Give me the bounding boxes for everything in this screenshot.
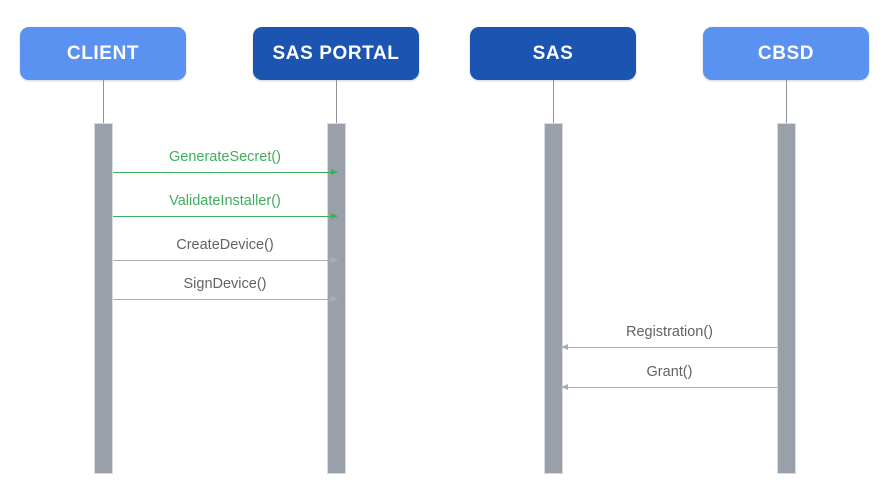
participant-box-cbsd[interactable]: CBSD (703, 27, 869, 80)
lifeline-stem-client (103, 80, 104, 123)
message-line (113, 260, 337, 261)
activation-bar-client (94, 123, 113, 474)
message-arrowhead-right (331, 168, 338, 175)
participant-label-sas: SAS (532, 42, 574, 64)
message-line (113, 299, 337, 300)
lifeline-stem-cbsd (786, 80, 787, 123)
message-arrowhead-left (561, 343, 568, 350)
message-line (113, 172, 337, 173)
message-label: ValidateInstaller() (169, 192, 281, 209)
message-arrowhead-left (561, 383, 568, 390)
message-label: CreateDevice() (176, 236, 274, 253)
message-arrowhead-right (331, 212, 338, 219)
participant-box-sas[interactable]: SAS (470, 27, 636, 80)
message-label: Grant() (646, 363, 693, 380)
participant-box-client[interactable]: CLIENT (20, 27, 186, 80)
lifeline-stem-sas-portal (336, 80, 337, 123)
message-label: Registration() (625, 323, 714, 340)
message-label: GenerateSecret() (168, 148, 282, 165)
activation-bar-cbsd (777, 123, 796, 474)
message-arrowhead-right (331, 295, 338, 302)
message-arrowhead-right (331, 256, 338, 263)
participant-label-sas-portal: SAS PORTAL (272, 42, 400, 64)
message-line (562, 347, 777, 348)
message-line (113, 216, 337, 217)
activation-bar-sas (544, 123, 563, 474)
participant-label-cbsd: CBSD (757, 42, 815, 64)
message-label: SignDevice() (183, 275, 267, 292)
lifeline-stem-sas (553, 80, 554, 123)
message-line (562, 387, 777, 388)
participant-label-client: CLIENT (66, 42, 140, 64)
participant-box-sas-portal[interactable]: SAS PORTAL (253, 27, 419, 80)
